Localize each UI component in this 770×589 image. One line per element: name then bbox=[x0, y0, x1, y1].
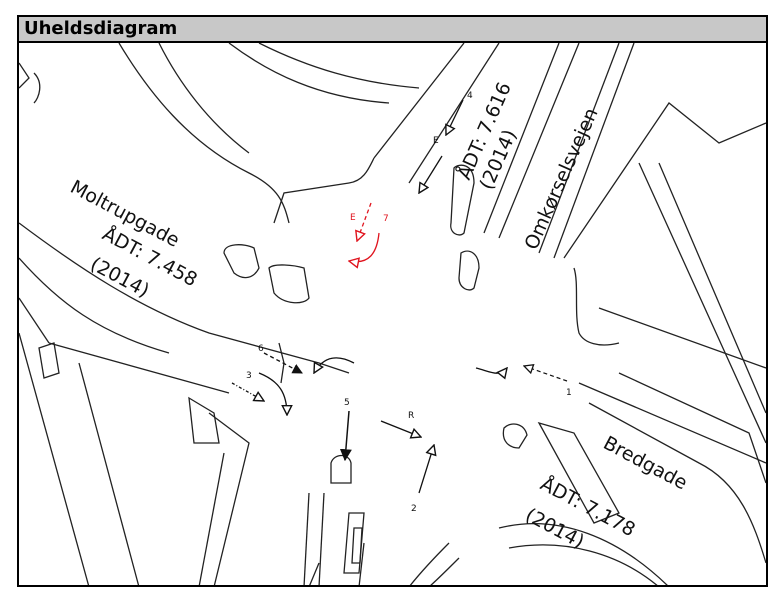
accident-4: 4 E bbox=[419, 91, 473, 193]
accident-3: 3 bbox=[231, 371, 287, 415]
road-lines bbox=[19, 43, 766, 585]
accident-6: 6 bbox=[258, 344, 355, 373]
accident-4-number: 4 bbox=[467, 91, 473, 101]
accident-r: R bbox=[380, 411, 421, 437]
accident-4-marker: E bbox=[433, 136, 439, 146]
street-name-bredgade: Bredgade bbox=[600, 432, 691, 494]
accident-7: 7 E bbox=[349, 202, 389, 262]
intersection-map: Moltrupgade ÅDT: 7.458 (2014) Omkørselsv… bbox=[19, 43, 766, 585]
accident-6-number: 6 bbox=[258, 344, 264, 354]
accident-7-marker: E bbox=[350, 213, 356, 223]
accident-1-number: 1 bbox=[566, 388, 572, 398]
street-name-omkorselsvejen: Omkørselsvejen bbox=[520, 105, 602, 253]
marker-r: R bbox=[408, 411, 414, 421]
accident-2-number: 2 bbox=[411, 504, 417, 514]
accident-markers: 1 2 R 3 4 E bbox=[231, 91, 572, 514]
panel-header: Uheldsdiagram bbox=[19, 17, 766, 43]
accident-2: 2 bbox=[411, 445, 434, 514]
accident-5: 5 bbox=[339, 398, 352, 462]
traffic-islands bbox=[223, 164, 528, 564]
accident-1: 1 bbox=[475, 366, 572, 398]
diagram-panel: Uheldsdiagram bbox=[17, 15, 768, 587]
accident-5-number: 5 bbox=[344, 398, 350, 408]
accident-7-number: 7 bbox=[383, 214, 389, 224]
street-labels: Moltrupgade ÅDT: 7.458 (2014) Omkørselsv… bbox=[67, 79, 691, 553]
panel-title: Uheldsdiagram bbox=[24, 18, 178, 39]
accident-3-number: 3 bbox=[246, 371, 252, 381]
